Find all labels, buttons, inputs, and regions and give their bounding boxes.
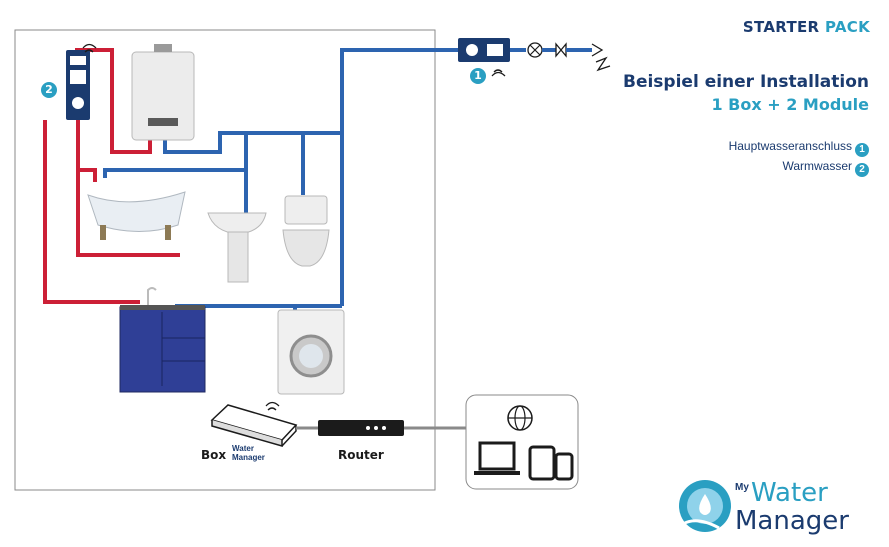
router-label: Router bbox=[338, 448, 384, 462]
legend-number-badge: 2 bbox=[855, 163, 869, 177]
kitchen-cabinet bbox=[119, 287, 206, 393]
legend-number-badge: 1 bbox=[855, 143, 869, 157]
legend-label: Warmwasser bbox=[782, 159, 852, 173]
sink bbox=[207, 212, 267, 283]
boiler bbox=[131, 44, 195, 141]
module-1-badge: 1 bbox=[470, 68, 486, 84]
module-1-valve bbox=[458, 38, 611, 77]
washing-machine bbox=[277, 309, 345, 395]
toilet bbox=[282, 195, 330, 267]
logo-drop-icon bbox=[679, 480, 731, 532]
logo-water: Water bbox=[751, 478, 828, 508]
logo-manager: Manager bbox=[735, 506, 849, 536]
logo-my: My bbox=[735, 482, 749, 493]
legend-label: Hauptwasseranschluss bbox=[728, 139, 852, 153]
mywatermanager-logo: My Water Manager bbox=[677, 476, 867, 547]
bathtub bbox=[87, 191, 186, 240]
router-device bbox=[318, 420, 404, 436]
box-label: Box bbox=[201, 448, 227, 462]
module-2-valve bbox=[66, 43, 97, 120]
heading-line-2: 1 Box + 2 Module bbox=[711, 95, 869, 114]
title-word-starter: STARTER bbox=[742, 18, 820, 36]
internet-devices bbox=[465, 394, 579, 490]
module-2-badge: 2 bbox=[41, 82, 57, 98]
heading-line-1: Beispiel einer Installation bbox=[622, 72, 869, 92]
box-device bbox=[210, 401, 298, 447]
starter-pack-title: STARTER PACK bbox=[743, 18, 870, 36]
box-brand-label: Water Manager bbox=[232, 444, 265, 462]
title-word-pack: PACK bbox=[824, 18, 870, 36]
installation-heading: Beispiel einer Installation 1 Box + 2 Mo… bbox=[623, 72, 869, 114]
house-outline bbox=[14, 29, 436, 491]
